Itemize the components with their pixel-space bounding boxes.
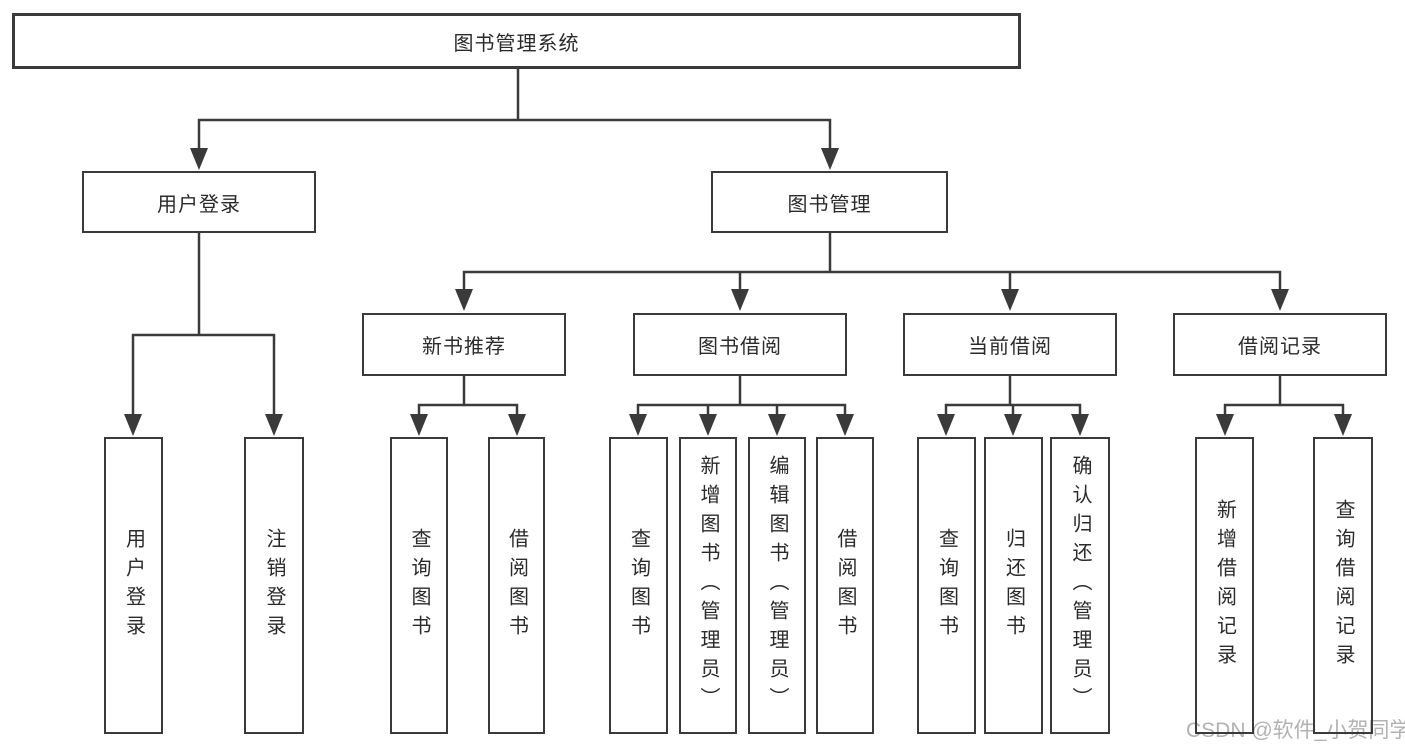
node-book-borrow: 图书借阅 xyxy=(633,313,847,376)
node-new-book-recommend: 新书推荐 xyxy=(362,313,566,376)
leaf-query-borrow-record: 查询借阅记录 xyxy=(1313,437,1373,734)
leaf-edit-book-admin-label: 编辑图书（管理员） xyxy=(766,455,788,716)
leaf-add-borrow-record-label: 新增借阅记录 xyxy=(1213,498,1236,673)
leaf-query-books-current-label: 查询图书 xyxy=(935,527,958,644)
connector-newbook-to-leaves xyxy=(410,376,526,436)
node-borrow-records-label: 借阅记录 xyxy=(1238,336,1322,358)
leaf-return-book: 归还图书 xyxy=(984,437,1043,734)
leaf-edit-book-admin: 编辑图书（管理员） xyxy=(748,437,806,734)
leaf-return-book-label: 归还图书 xyxy=(1002,527,1025,644)
leaf-query-books-recommend-label: 查询图书 xyxy=(408,527,430,644)
leaf-query-books-current: 查询图书 xyxy=(917,437,976,734)
csdn-watermark: CSDN @软件_小贺同学 xyxy=(1186,719,1405,742)
connector-current-to-leaves xyxy=(937,376,1089,436)
leaf-logout: 注销登录 xyxy=(244,437,304,734)
node-root: 图书管理系统 xyxy=(12,13,1021,69)
node-user-login-label: 用户登录 xyxy=(157,193,241,216)
connector-userlogin-to-leaves xyxy=(124,233,283,436)
leaf-add-borrow-record: 新增借阅记录 xyxy=(1195,437,1254,734)
leaf-user-login: 用户登录 xyxy=(104,437,163,734)
node-book-management: 图书管理 xyxy=(711,171,948,233)
node-user-login: 用户登录 xyxy=(82,171,316,233)
leaf-borrow-books-borrow: 借阅图书 xyxy=(816,437,874,734)
node-book-management-label: 图书管理 xyxy=(787,193,872,216)
node-new-book-recommend-label: 新书推荐 xyxy=(422,336,506,358)
leaf-user-login-label: 用户登录 xyxy=(122,527,145,644)
node-borrow-records: 借阅记录 xyxy=(1173,313,1387,376)
leaf-query-borrow-record-label: 查询借阅记录 xyxy=(1332,498,1354,673)
connector-bookmgmt-to-level3 xyxy=(455,233,1289,311)
leaf-borrow-books-borrow-label: 借阅图书 xyxy=(834,527,856,644)
leaf-add-book-admin-label: 新增图书（管理员） xyxy=(697,455,719,716)
leaf-borrow-books-recommend-label: 借阅图书 xyxy=(505,527,528,644)
node-root-label: 图书管理系统 xyxy=(453,32,580,55)
node-current-borrow: 当前借阅 xyxy=(903,313,1117,376)
leaf-borrow-books-recommend: 借阅图书 xyxy=(488,437,545,734)
node-current-borrow-label: 当前借阅 xyxy=(968,336,1052,358)
connector-borrow-to-leaves xyxy=(629,376,854,436)
leaf-logout-label: 注销登录 xyxy=(263,527,285,644)
leaf-add-book-admin: 新增图书（管理员） xyxy=(679,437,737,734)
leaf-query-books-borrow-label: 查询图书 xyxy=(627,527,650,644)
leaf-query-books-recommend: 查询图书 xyxy=(390,437,448,734)
leaf-query-books-borrow: 查询图书 xyxy=(609,437,668,734)
leaf-confirm-return-admin-label: 确认归还（管理员） xyxy=(1069,455,1091,716)
connector-root-to-level2 xyxy=(190,68,839,170)
leaf-confirm-return-admin: 确认归还（管理员） xyxy=(1050,437,1110,734)
node-book-borrow-label: 图书借阅 xyxy=(698,336,782,358)
connector-records-to-leaves xyxy=(1216,376,1352,436)
